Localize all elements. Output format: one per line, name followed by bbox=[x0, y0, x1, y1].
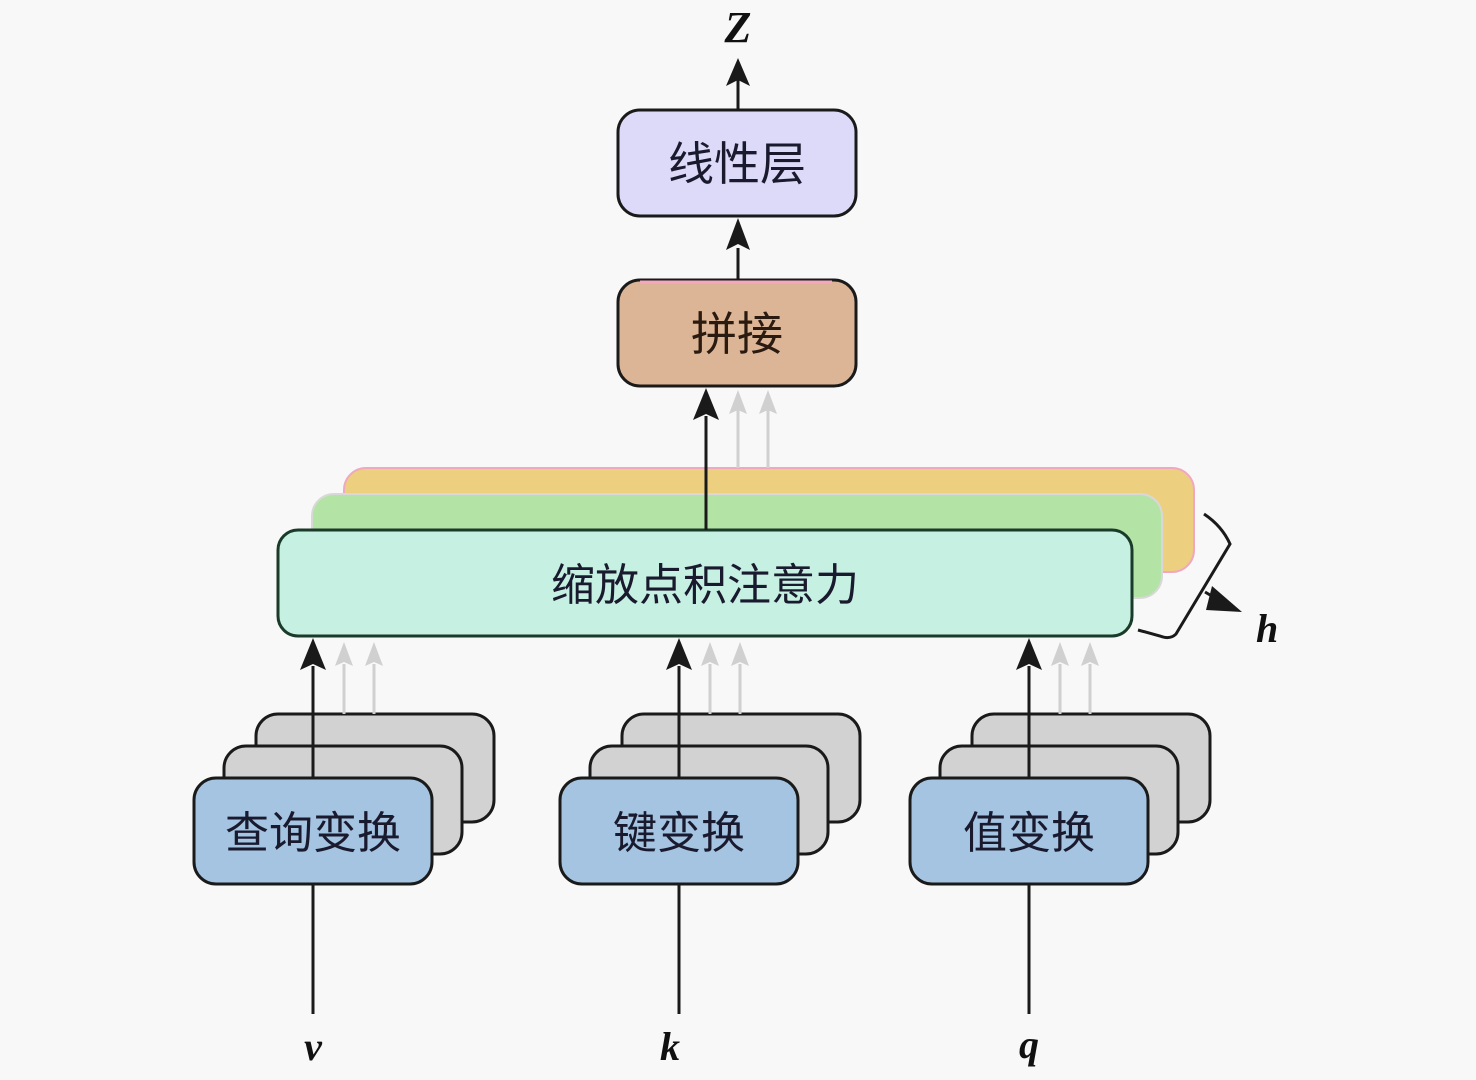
output-label: Z bbox=[724, 3, 752, 52]
input-label-k: k bbox=[660, 1024, 680, 1069]
ghost-arrowhead-icon bbox=[729, 390, 747, 414]
linear-layer-label: 线性层 bbox=[668, 137, 806, 191]
attention-label: 缩放点积注意力 bbox=[551, 560, 859, 611]
query-transform-label: 查询变换 bbox=[225, 808, 401, 859]
transform-stack-value: 值变换 q bbox=[908, 638, 1212, 1067]
arrowhead-icon bbox=[666, 638, 692, 670]
ghost-arrowhead-icon bbox=[1081, 642, 1099, 666]
ghost-arrowhead-icon bbox=[759, 390, 777, 414]
key-transform-label: 键变换 bbox=[613, 808, 745, 859]
heads-label: h bbox=[1256, 606, 1278, 651]
transform-stack-query: 查询变换 v bbox=[192, 638, 496, 1069]
arrowhead-icon bbox=[1016, 638, 1042, 670]
concat-label: 拼接 bbox=[691, 307, 783, 361]
heads-bracket bbox=[1137, 512, 1232, 640]
ghost-arrowhead-icon bbox=[701, 642, 719, 666]
heads-arrow-icon bbox=[1206, 586, 1242, 612]
ghost-arrowhead-icon bbox=[731, 642, 749, 666]
ghost-arrowhead-icon bbox=[1051, 642, 1069, 666]
arrowhead-icon bbox=[300, 638, 326, 670]
arrowhead-icon bbox=[726, 58, 750, 86]
ghost-arrowhead-icon bbox=[365, 642, 383, 666]
arrowhead-icon bbox=[693, 388, 719, 420]
transform-stack-key: 键变换 k bbox=[558, 638, 862, 1069]
ghost-arrowhead-icon bbox=[335, 642, 353, 666]
arrowhead-icon bbox=[726, 218, 750, 250]
input-label-v: v bbox=[304, 1024, 323, 1069]
input-label-q: q bbox=[1019, 1022, 1039, 1067]
value-transform-label: 值变换 bbox=[963, 808, 1095, 859]
